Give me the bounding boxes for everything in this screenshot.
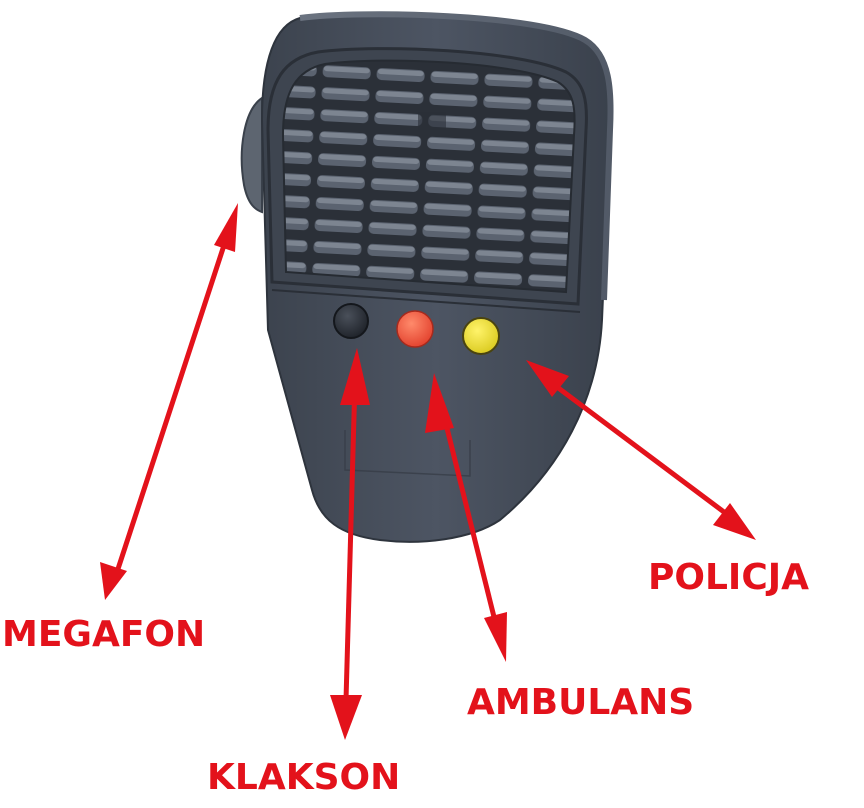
klakson-label: KLAKSON bbox=[207, 757, 401, 798]
ambulance-button bbox=[396, 310, 434, 348]
police-button bbox=[462, 317, 500, 355]
policja-label: POLICJA bbox=[648, 557, 809, 598]
megafon-arrow bbox=[100, 203, 238, 600]
horn-button bbox=[333, 303, 369, 339]
megafon-label: MEGAFON bbox=[2, 614, 206, 655]
microphone-body bbox=[260, 11, 614, 543]
klakson-arrow bbox=[330, 348, 370, 740]
policja-arrow bbox=[526, 360, 756, 540]
ambulans-arrow bbox=[425, 373, 507, 662]
side-ptt-button bbox=[240, 96, 263, 214]
ambulans-label: AMBULANS bbox=[467, 682, 695, 723]
